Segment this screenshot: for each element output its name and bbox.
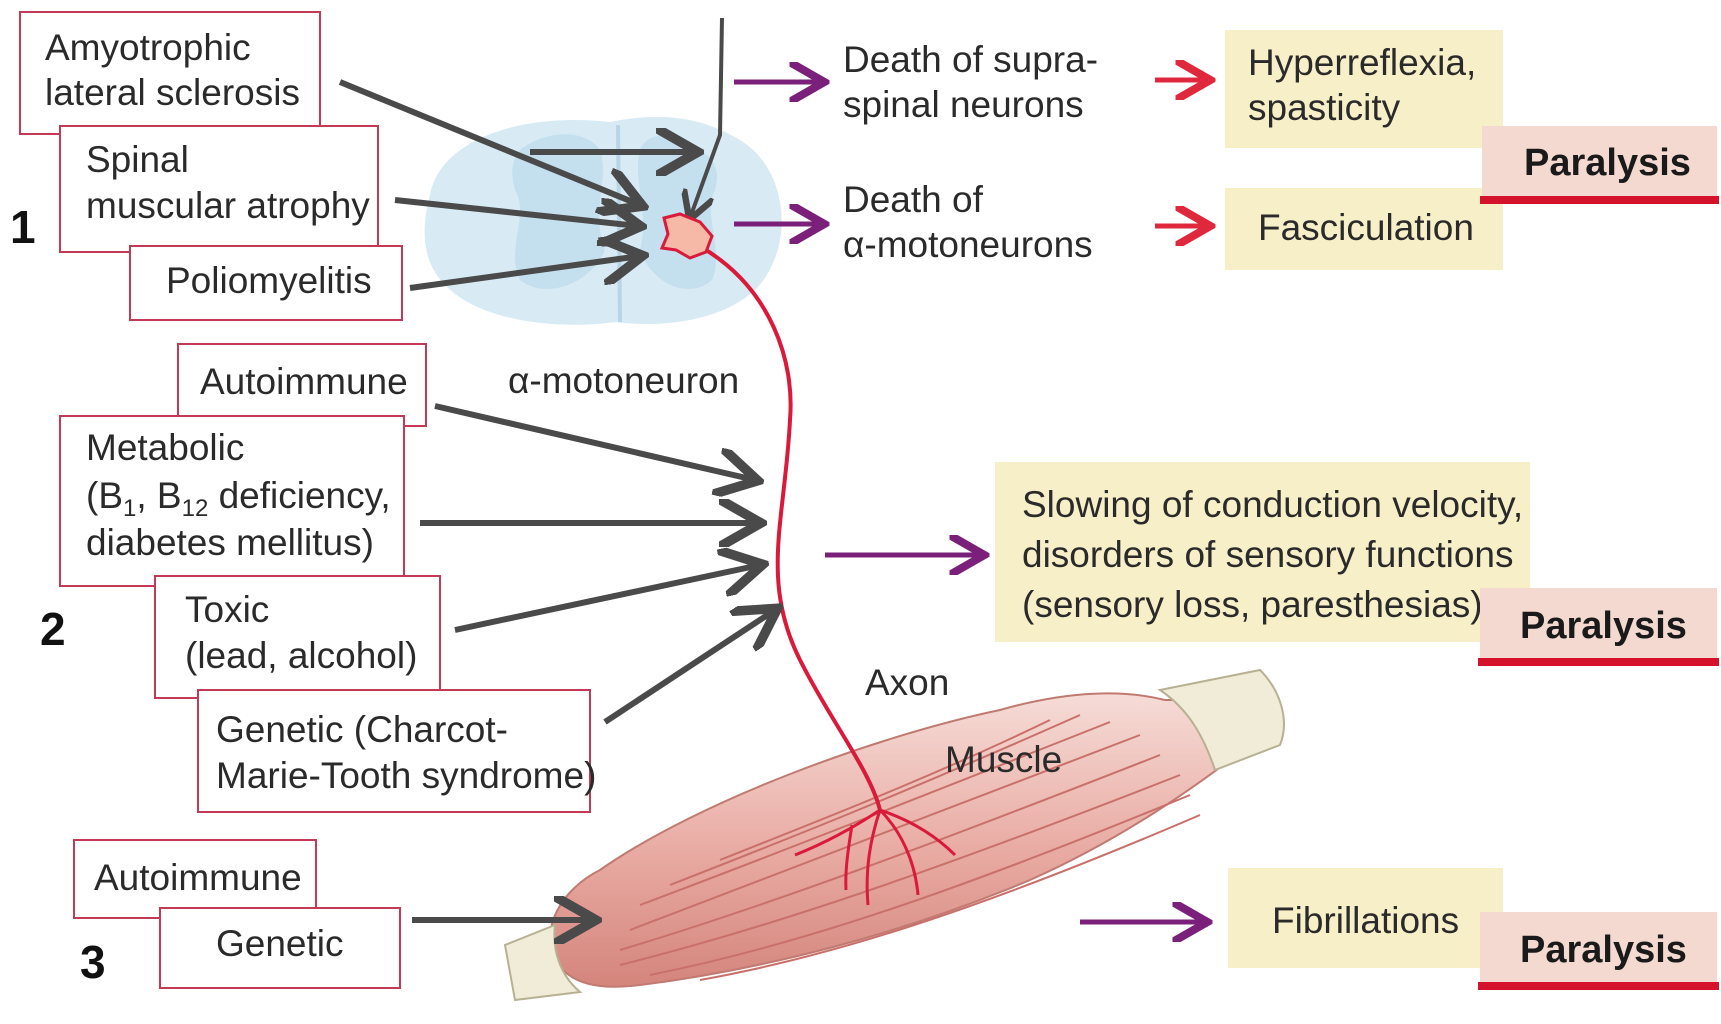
result-conduction-line3: (sensory loss, paresthesias) <box>1022 584 1483 625</box>
cause-autoimmune-muscle: Autoimmune <box>94 857 302 898</box>
cause-polio: Poliomyelitis <box>166 260 372 301</box>
paralysis-label-2: Paralysis <box>1520 605 1687 647</box>
cause-box-genetic-nerve: Genetic (Charcot- Marie-Tooth syndrome) <box>198 690 596 812</box>
result-box-fibrillations: Fibrillations <box>1228 868 1503 968</box>
cause-genetic-nerve-line1: Genetic (Charcot- <box>216 709 508 750</box>
cause-metabolic-line3: diabetes mellitus) <box>86 522 374 563</box>
cause-genetic-nerve-line2: Marie-Tooth syndrome) <box>216 755 596 796</box>
result-arrows <box>1155 80 1208 226</box>
cause-box-autoimmune-nerve: Autoimmune <box>178 344 426 426</box>
result-fasciculation: Fasciculation <box>1258 207 1474 248</box>
result-box-conduction: Slowing of conduction velocity, disorder… <box>995 462 1530 642</box>
result-box-hyperreflexia: Hyperreflexia, spasticity <box>1225 30 1503 148</box>
section-number-2: 2 <box>40 603 66 655</box>
paralysis-box-2: Paralysis <box>1478 588 1719 666</box>
label-motoneuron: α-motoneuron <box>508 360 739 401</box>
cause-box-toxic: Toxic (lead, alcohol) <box>155 576 440 698</box>
cause-box-genetic-muscle: Genetic <box>160 908 400 988</box>
cause-metabolic-line1: Metabolic <box>86 427 244 468</box>
paralysis-label-3: Paralysis <box>1520 929 1687 971</box>
muscle-illustration <box>505 670 1284 1000</box>
effect-motoneuron-death-line1: Death of <box>843 179 984 220</box>
cause-autoimmune-nerve: Autoimmune <box>200 361 408 402</box>
label-muscle: Muscle <box>945 739 1062 780</box>
cause-sma-line1: Spinal <box>86 139 189 180</box>
result-conduction-line2: disorders of sensory functions <box>1022 534 1514 575</box>
cause-box-polio: Poliomyelitis <box>130 246 402 320</box>
cause-sma-line2: muscular atrophy <box>86 185 370 226</box>
paralysis-box-1: Paralysis <box>1480 126 1719 204</box>
section-number-3: 3 <box>80 936 106 988</box>
effect-motoneuron-death-line2: α-motoneurons <box>843 224 1093 265</box>
effect-supraspinal-line1: Death of supra- <box>843 39 1098 80</box>
result-hyperreflexia-line2: spasticity <box>1248 87 1401 128</box>
result-box-fasciculation: Fasciculation <box>1225 188 1503 270</box>
cause-box-sma: Spinal muscular atrophy <box>60 126 378 252</box>
cause-box-autoimmune-muscle: Autoimmune <box>74 840 316 918</box>
cause-box-als: Amyotrophic lateral sclerosis <box>20 12 320 134</box>
section-number-1: 1 <box>10 201 36 253</box>
result-hyperreflexia-line1: Hyperreflexia, <box>1248 42 1476 83</box>
cause-box-metabolic: Metabolic (B1, B12 deficiency, diabetes … <box>60 416 404 586</box>
result-fibrillations: Fibrillations <box>1272 900 1459 941</box>
cause-toxic-line1: Toxic <box>185 589 269 630</box>
result-conduction-line1: Slowing of conduction velocity, <box>1022 484 1523 525</box>
label-axon: Axon <box>865 662 949 703</box>
cause-als-line2: lateral sclerosis <box>45 72 300 113</box>
cause-als-line1: Amyotrophic <box>45 27 251 68</box>
cause-toxic-line2: (lead, alcohol) <box>185 635 417 676</box>
paralysis-label-1: Paralysis <box>1524 142 1691 184</box>
paralysis-box-3: Paralysis <box>1478 912 1719 990</box>
cause-genetic-muscle: Genetic <box>216 923 344 964</box>
effect-supraspinal-line2: spinal neurons <box>843 84 1084 125</box>
